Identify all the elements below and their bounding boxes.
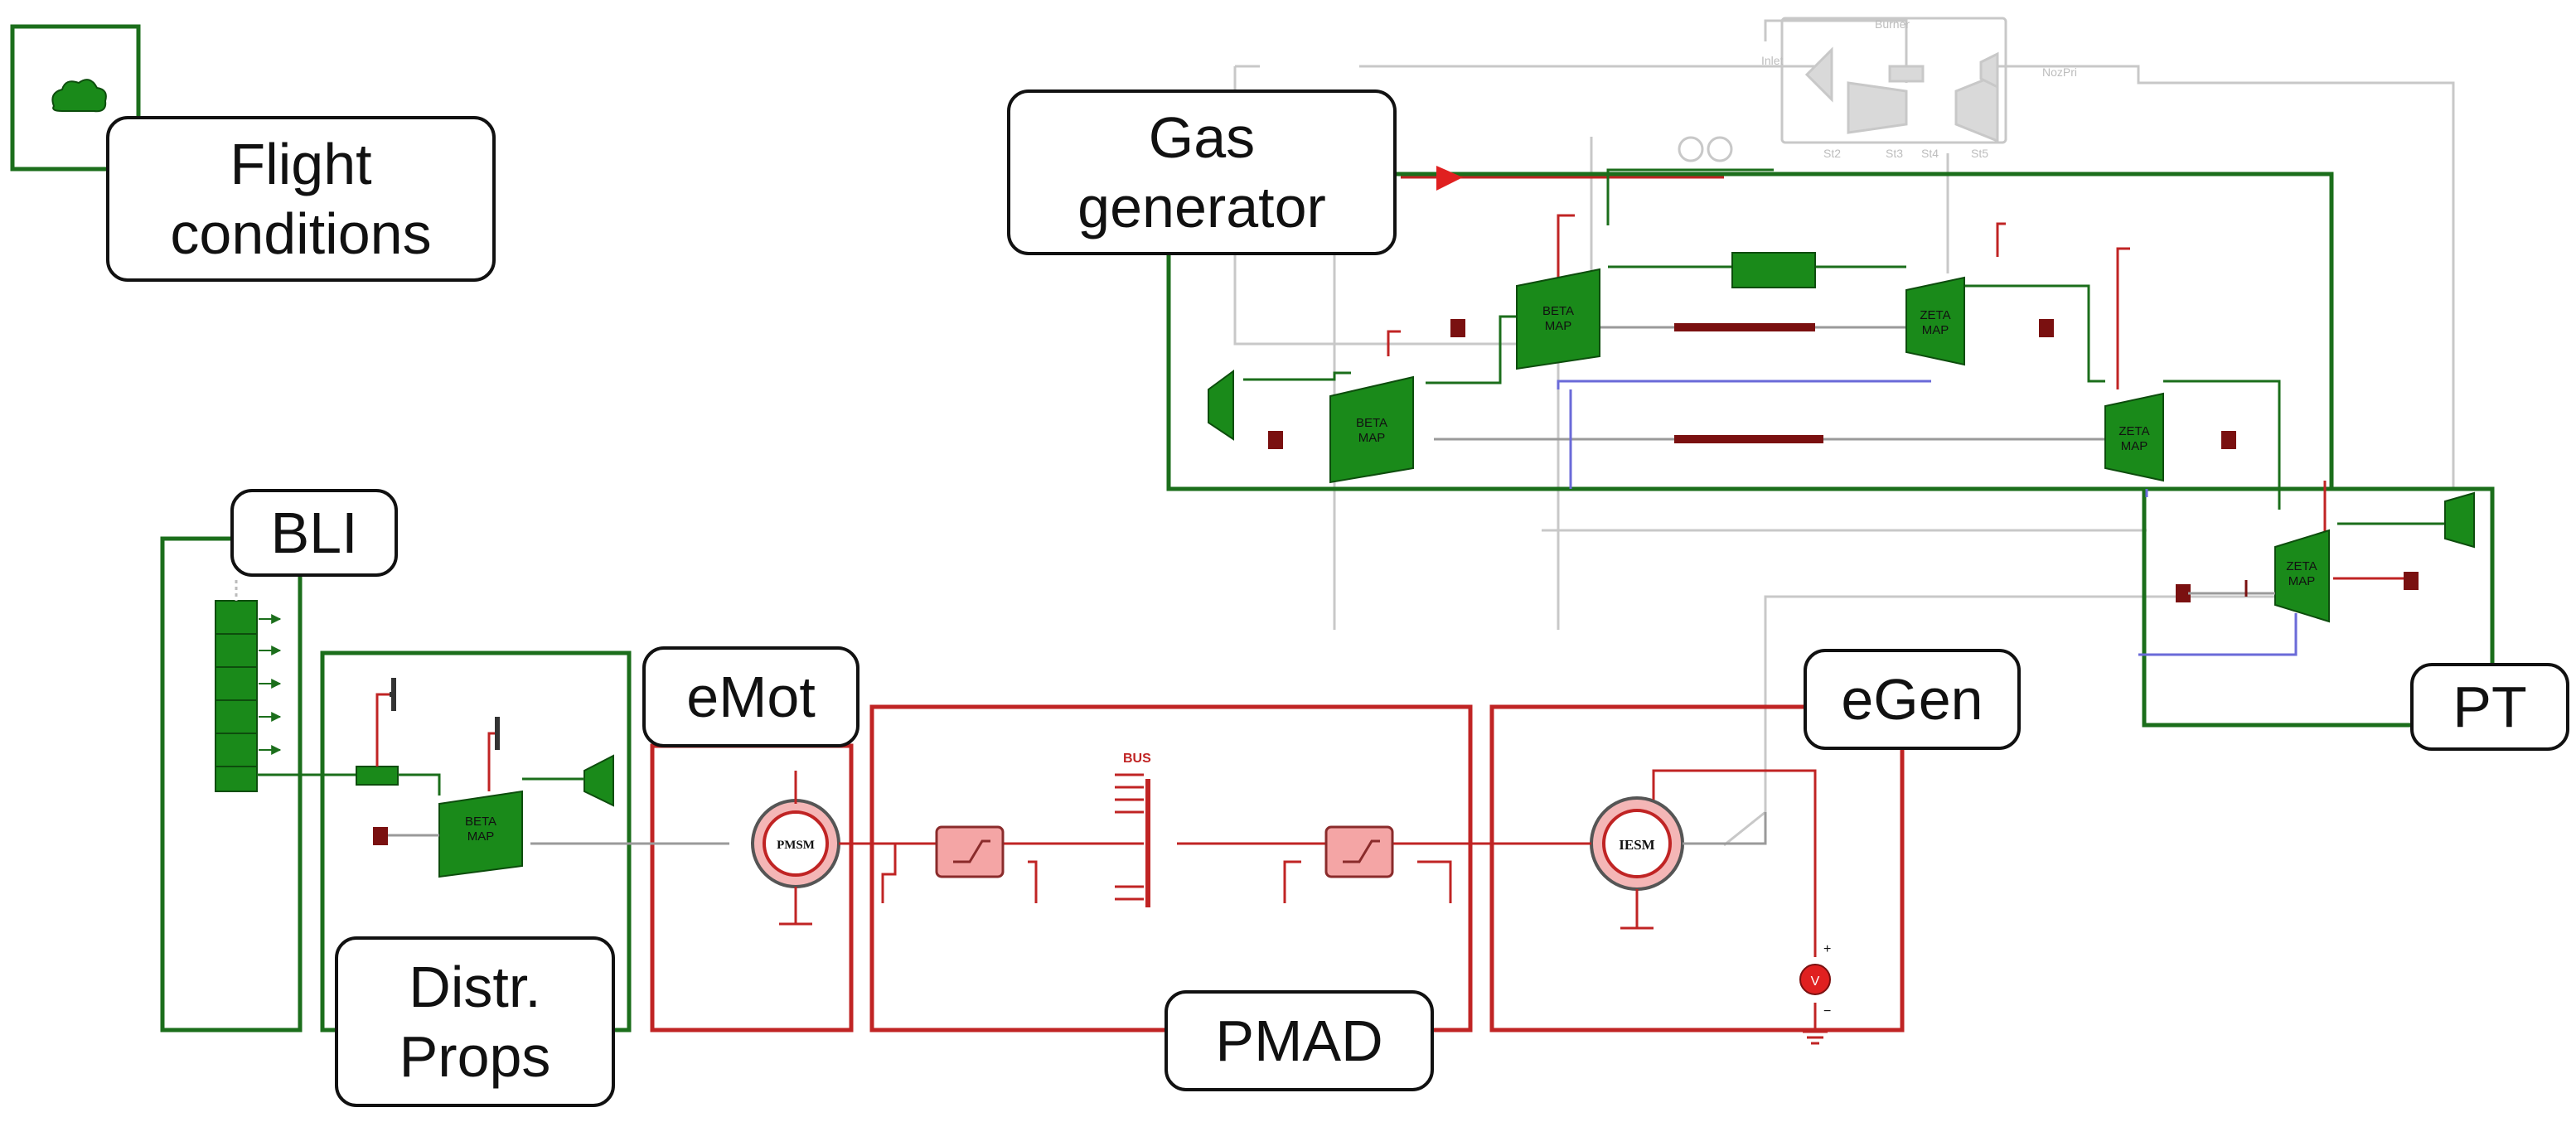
- fan-nozzle: [583, 754, 614, 807]
- svg-text:St3: St3: [1886, 147, 1903, 160]
- fan-load-port: [373, 827, 388, 845]
- label-bli: BLI: [230, 489, 398, 577]
- svg-text:Inlet: Inlet: [1761, 54, 1784, 67]
- svg-text:ZETA: ZETA: [1920, 308, 1950, 322]
- cloud-icon: [51, 79, 107, 113]
- fan: BETA MAP: [438, 790, 523, 878]
- svg-text:MAP: MAP: [2288, 574, 2316, 588]
- hpc: BETA MAP: [1516, 268, 1600, 370]
- lpt: ZETA MAP: [2104, 392, 2164, 482]
- svg-text:MAP: MAP: [2121, 439, 2148, 453]
- gas-generator-box: [1166, 172, 2334, 491]
- gg-load-ports: [1268, 319, 2419, 602]
- svg-text:St2: St2: [1823, 147, 1841, 160]
- combustor: [1731, 252, 1816, 288]
- egen-wiring: [1492, 769, 1817, 1032]
- svg-text:Burner: Burner: [1875, 17, 1910, 31]
- svg-text:MAP: MAP: [467, 829, 495, 844]
- svg-text:BUS: BUS: [1123, 752, 1151, 766]
- svg-text:ZETA: ZETA: [2118, 424, 2149, 438]
- pt-wiring: [2188, 577, 2404, 597]
- faded-engine-schematic: [1233, 17, 2455, 847]
- fuel-arrow-icon: [1436, 166, 1463, 191]
- svg-text:St4: St4: [1921, 147, 1939, 160]
- label-pt: PT: [2410, 663, 2569, 751]
- intake: [1208, 370, 1234, 441]
- label-distr-props: Distr.Props: [335, 936, 615, 1107]
- svg-text:BETA: BETA: [1356, 416, 1387, 430]
- fan-wiring: [375, 678, 584, 837]
- pt-box: [2142, 486, 2495, 728]
- svg-text:PMSM: PMSM: [777, 839, 815, 852]
- egen-box: [1489, 704, 1905, 1033]
- voltmeter: V + −: [1799, 942, 1831, 1018]
- svg-text:MAP: MAP: [1358, 431, 1386, 445]
- converter-1: [935, 825, 1005, 878]
- flight-conditions-box: [10, 24, 141, 172]
- pt-nozzle: [2444, 491, 2475, 549]
- bli-block: [215, 600, 258, 792]
- bus: BUS: [1115, 752, 1151, 907]
- converter-2: [1324, 825, 1394, 878]
- emot-wiring: [779, 771, 872, 926]
- label-egen: eGen: [1804, 649, 2021, 750]
- svg-text:V: V: [1811, 974, 1820, 989]
- svg-text:ZETA: ZETA: [2286, 559, 2317, 573]
- egen-shaft: [1683, 812, 1767, 845]
- svg-text:St5: St5: [1971, 147, 1988, 160]
- faded-engine-labels: Burner Inlet NozPri St2 St3 St4 St5: [1761, 17, 2077, 160]
- lpc: BETA MAP: [1329, 375, 1414, 484]
- svg-text:BETA: BETA: [1542, 304, 1574, 318]
- label-emot: eMot: [642, 646, 859, 747]
- fan-duct: [356, 766, 399, 786]
- svg-text:BETA: BETA: [465, 815, 496, 829]
- egen-machine: IESM: [1590, 796, 1684, 891]
- bli-arrows: [259, 614, 282, 755]
- svg-text:−: −: [1823, 1004, 1831, 1018]
- label-pmad: PMAD: [1165, 990, 1434, 1091]
- svg-text:MAP: MAP: [1922, 323, 1949, 337]
- emot-box: [650, 743, 854, 1033]
- hpt: ZETA MAP: [1905, 276, 1965, 366]
- emot-machine: PMSM: [751, 799, 840, 888]
- svg-text:MAP: MAP: [1545, 319, 1572, 333]
- power-turbine: ZETA MAP: [2274, 529, 2330, 623]
- svg-text:+: +: [1823, 942, 1831, 956]
- ground-icon: [1803, 1030, 1828, 1045]
- svg-text:IESM: IESM: [1619, 837, 1654, 853]
- gas-generator-wiring: [1243, 168, 2445, 656]
- pmad-wiring: [872, 842, 1492, 903]
- bli-dividers: [215, 633, 257, 767]
- svg-text:NozPri: NozPri: [2042, 65, 2077, 79]
